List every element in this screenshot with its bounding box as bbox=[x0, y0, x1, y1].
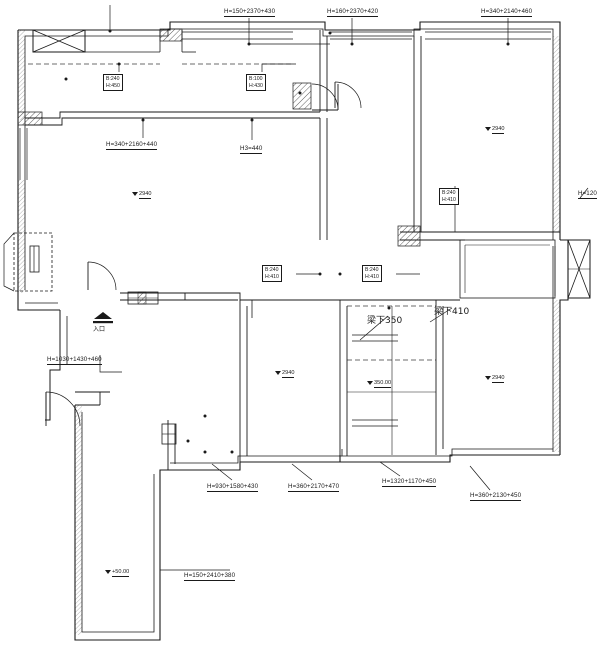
elevation-marker-e4: 2940 bbox=[485, 375, 505, 383]
dim-box-b2-line1: B:100 bbox=[249, 76, 263, 82]
elevation-value-e4: 2940 bbox=[492, 375, 505, 383]
entrance-icon bbox=[93, 312, 113, 324]
dim-box-b3-line2: H:410 bbox=[442, 196, 456, 203]
dim-box-b5-line2: H:410 bbox=[365, 273, 379, 280]
elevation-triangle-icon bbox=[485, 127, 491, 131]
dim-box-b1: B:240 H:450 bbox=[103, 74, 123, 91]
elevation-marker-e5: 350.00 bbox=[367, 380, 392, 388]
leader-label-mid-center: H3=440 bbox=[240, 145, 263, 155]
elevation-marker-e3: 2940 bbox=[275, 370, 295, 378]
elevation-marker-e6: +50.00 bbox=[105, 569, 130, 577]
dim-box-b1-line1: B:240 bbox=[106, 76, 120, 82]
elevation-triangle-icon bbox=[132, 192, 138, 196]
elevation-value-e5: 350.00 bbox=[374, 380, 392, 388]
beam-label-350: 梁下350 bbox=[367, 316, 403, 326]
elevation-value-e3: 2940 bbox=[282, 370, 295, 378]
entrance-label: 入口 bbox=[93, 326, 106, 333]
dim-box-b1-line2: H:450 bbox=[106, 82, 120, 89]
elevation-triangle-icon bbox=[367, 381, 373, 385]
leader-label-bottom-4: H=360+2130+450 bbox=[470, 492, 522, 502]
dim-box-b3: B:240 H:410 bbox=[439, 188, 459, 205]
elevation-value-e2: 2940 bbox=[492, 126, 505, 134]
dim-box-b5-line1: B:240 bbox=[365, 267, 379, 273]
leader-label-bottom-2: H=360+2170+470 bbox=[288, 483, 340, 493]
dim-box-b2: B:100 H:430 bbox=[246, 74, 266, 91]
elevation-value-e6: +50.00 bbox=[112, 569, 130, 577]
leader-label-bottom-3: H=1320+1170+450 bbox=[382, 478, 437, 488]
elevation-marker-e1: 2940 bbox=[132, 191, 152, 199]
leader-label-top-1: H=150+2370+430 bbox=[224, 8, 276, 18]
dim-box-b5: B:240 H:410 bbox=[362, 265, 382, 282]
elevation-triangle-icon bbox=[105, 570, 111, 574]
leader-label-bottom-1: H=930+1580+430 bbox=[207, 483, 259, 493]
dim-box-b4-line1: B:240 bbox=[265, 267, 279, 273]
elevation-value-e1: 2940 bbox=[139, 191, 152, 199]
leader-label-top-3: H=340+2140+460 bbox=[481, 8, 533, 18]
leader-label-top-2: H=160+2370+420 bbox=[327, 8, 379, 18]
leader-label-mid-left: H=340+2160+440 bbox=[106, 141, 158, 151]
elevation-triangle-icon bbox=[485, 376, 491, 380]
dim-box-b4-line2: H:410 bbox=[265, 273, 279, 280]
beam-label-410: 梁下410 bbox=[434, 307, 470, 317]
elevation-triangle-icon bbox=[275, 371, 281, 375]
leader-label-right-1: H=120 bbox=[578, 190, 597, 200]
elevation-marker-e2: 2940 bbox=[485, 126, 505, 134]
dim-box-b3-line1: B:240 bbox=[442, 190, 456, 196]
leader-label-left-1: H=1030+1430+460 bbox=[47, 356, 102, 366]
dim-box-b2-line2: H:430 bbox=[249, 82, 263, 89]
dim-box-b4: B:240 H:410 bbox=[262, 265, 282, 282]
leader-label-bottom-5: H=150+2410+380 bbox=[184, 572, 236, 582]
